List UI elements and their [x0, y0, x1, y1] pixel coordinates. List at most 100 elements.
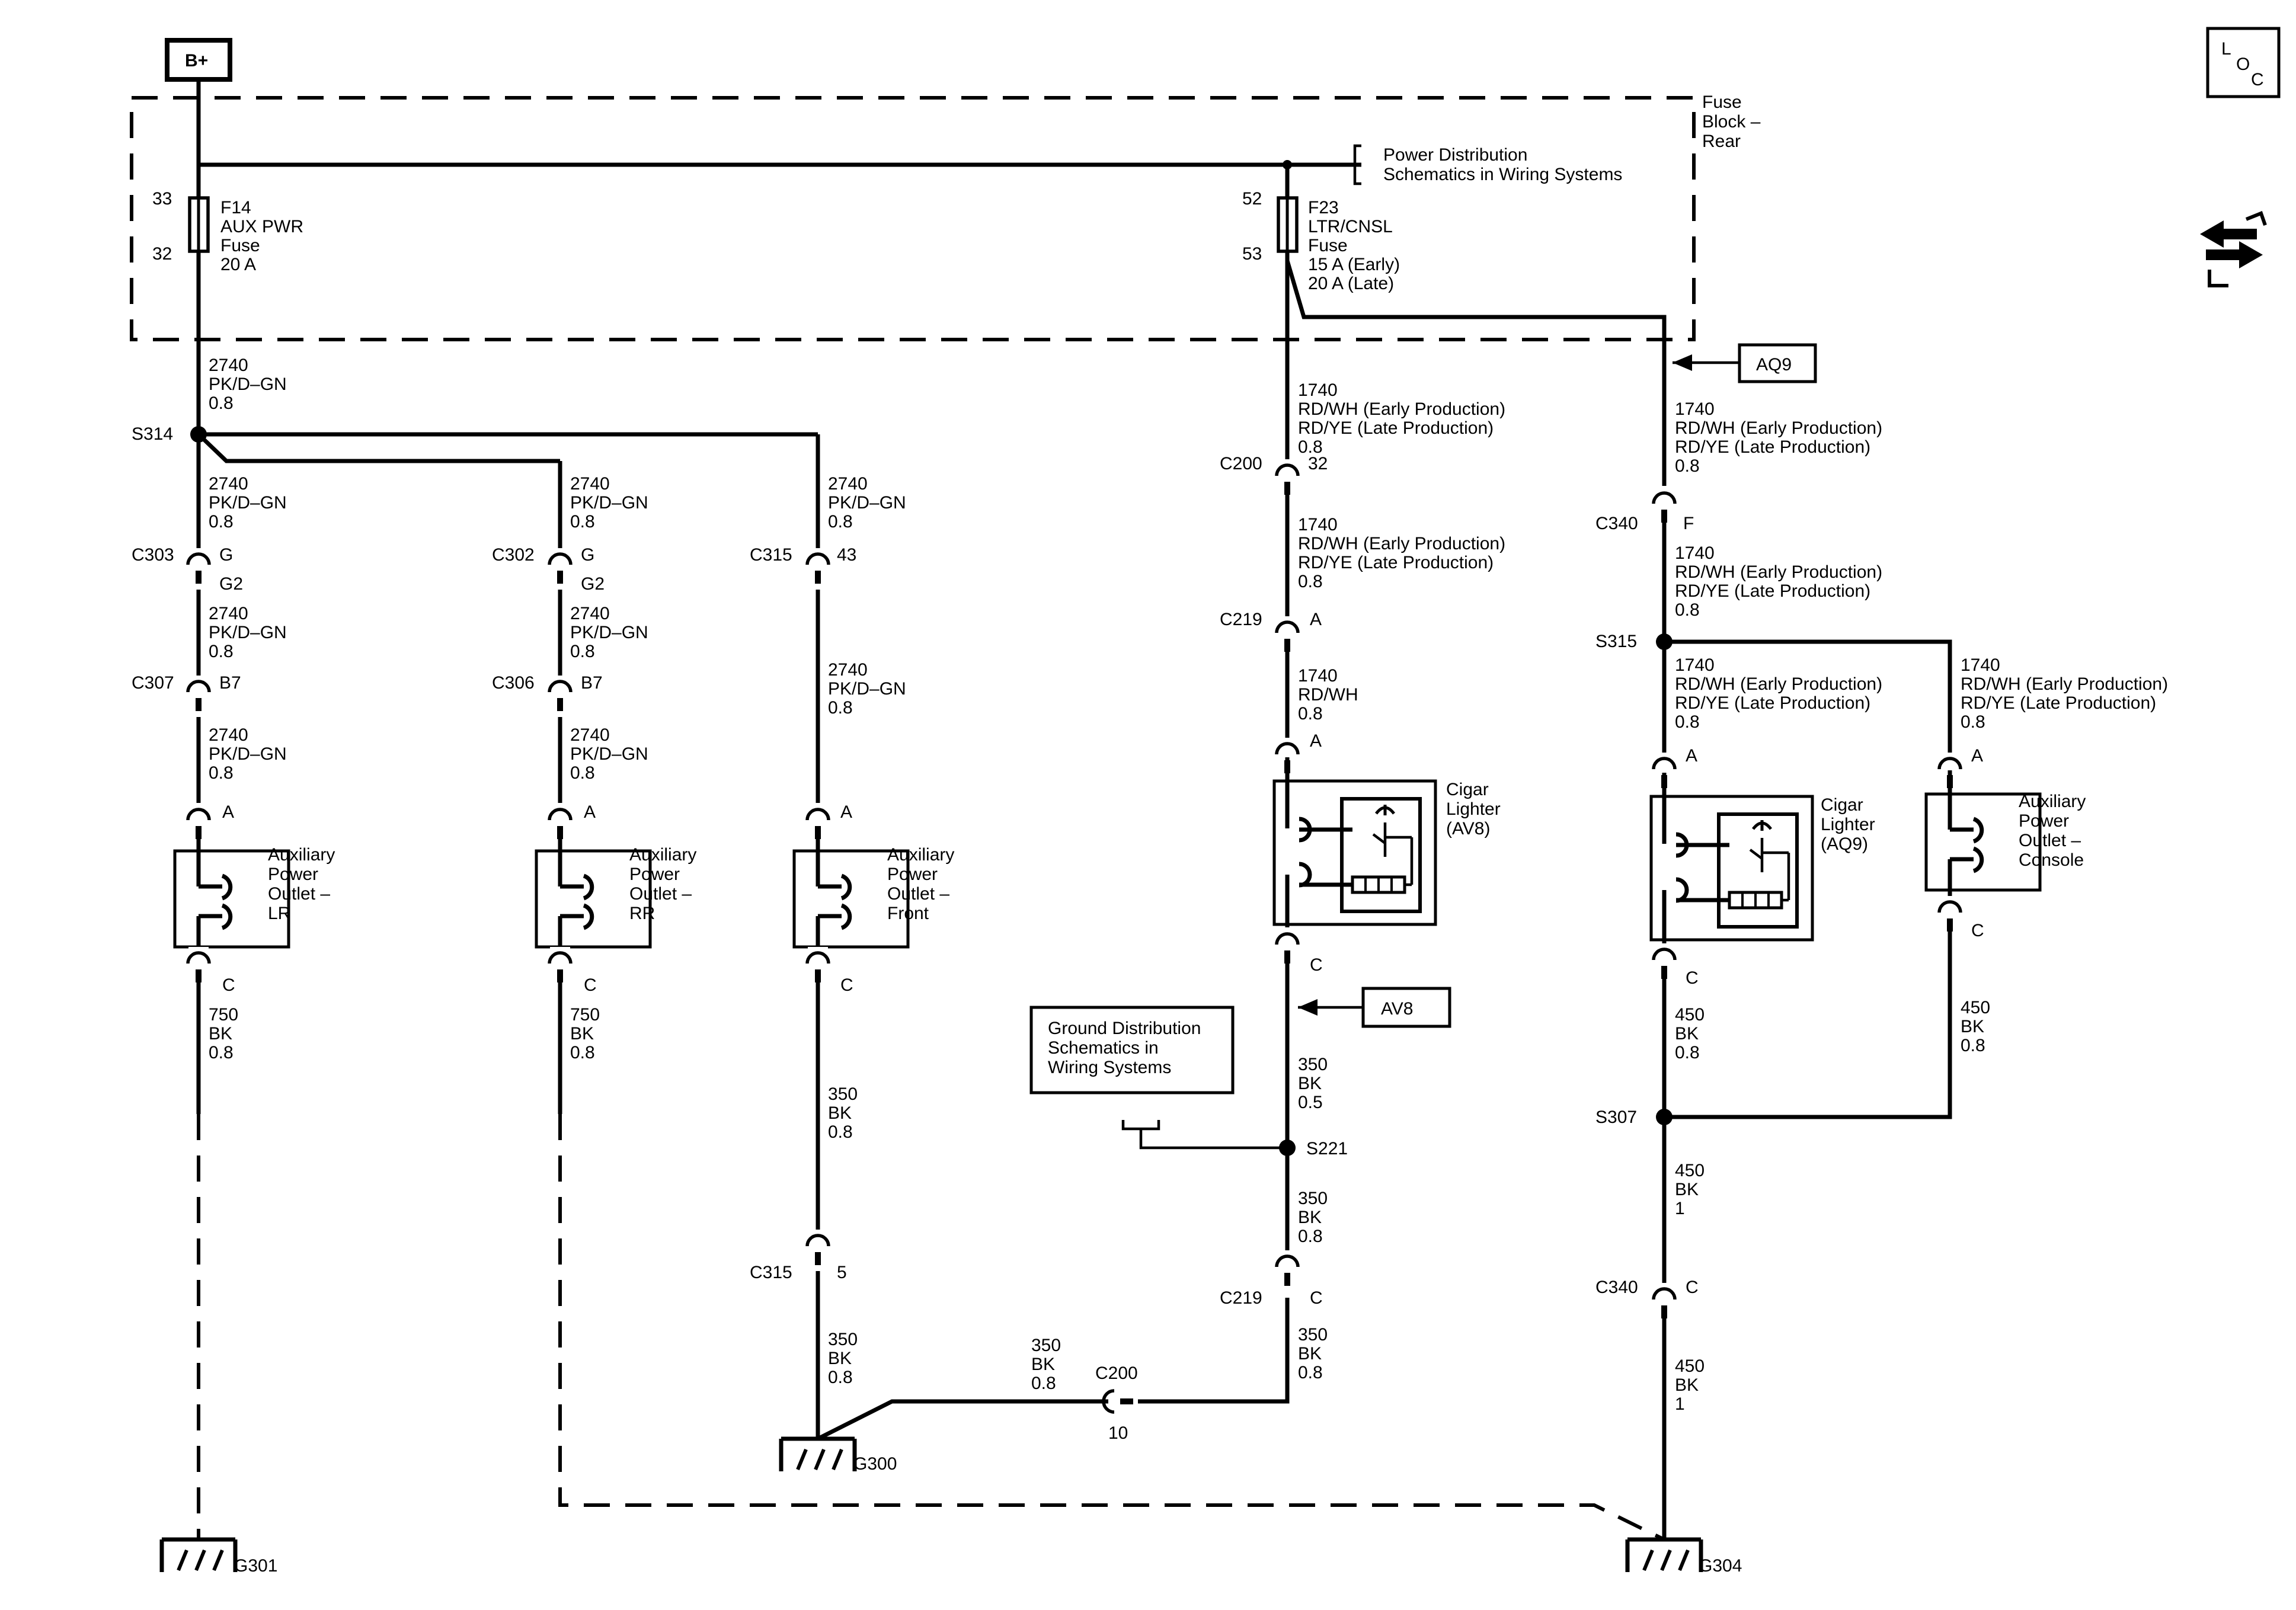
- svg-text:RD/YE (Late Production): RD/YE (Late Production): [1675, 437, 1870, 457]
- svg-text:2740: 2740: [570, 604, 610, 623]
- splice-s221-label: S221: [1306, 1139, 1348, 1158]
- svg-text:0.8: 0.8: [1675, 712, 1700, 732]
- svg-text:350: 350: [1298, 1055, 1328, 1074]
- svg-text:2740: 2740: [209, 725, 248, 745]
- svg-text:1740: 1740: [1298, 666, 1338, 686]
- connector-c306-label: C306: [492, 673, 535, 693]
- svg-text:PK/D–GN: PK/D–GN: [570, 623, 648, 642]
- svg-text:F: F: [1683, 514, 1694, 533]
- svg-text:BK: BK: [1675, 1375, 1699, 1395]
- svg-text:A: A: [1686, 746, 1697, 766]
- svg-text:RD/YE (Late Production): RD/YE (Late Production): [1675, 581, 1870, 601]
- aux-power-outlet-rr: Auxiliary Power Outlet – RR: [536, 827, 696, 969]
- svg-text:LR: LR: [268, 904, 290, 923]
- svg-text:Block –: Block –: [1702, 112, 1761, 132]
- svg-text:53: 53: [1242, 244, 1262, 264]
- svg-text:0.8: 0.8: [1298, 437, 1323, 457]
- loc-icon-l: L: [2221, 39, 2231, 59]
- svg-text:Auxiliary: Auxiliary: [268, 845, 335, 865]
- svg-text:RD/YE (Late Production): RD/YE (Late Production): [1298, 418, 1494, 438]
- svg-text:0.8: 0.8: [1961, 1036, 1985, 1055]
- svg-text:0.8: 0.8: [1675, 600, 1700, 620]
- svg-text:C: C: [222, 975, 235, 995]
- svg-text:PK/D–GN: PK/D–GN: [828, 493, 906, 513]
- fuse-block-label: Fuse Block – Rear: [1702, 92, 1761, 151]
- svg-text:5: 5: [837, 1263, 847, 1282]
- svg-text:1740: 1740: [1675, 399, 1715, 419]
- svg-text:Auxiliary: Auxiliary: [887, 845, 954, 865]
- wire-1740-console: [1664, 639, 1952, 764]
- svg-text:C: C: [1686, 968, 1699, 988]
- svg-text:Power Distribution: Power Distribution: [1383, 145, 1527, 165]
- option-flag-aq9: AQ9: [1673, 343, 1817, 383]
- svg-text:RD/WH (Early Production): RD/WH (Early Production): [1961, 674, 2168, 694]
- ground-g304: [1627, 1539, 1701, 1572]
- svg-text:RD/YE (Late Production): RD/YE (Late Production): [1961, 693, 2156, 713]
- svg-text:350: 350: [1298, 1325, 1328, 1345]
- connector-c307-label: C307: [132, 673, 174, 693]
- svg-text:20 A: 20 A: [220, 255, 256, 274]
- svg-text:BK: BK: [828, 1103, 852, 1123]
- svg-text:2740: 2740: [209, 604, 248, 623]
- svg-text:750: 750: [570, 1005, 600, 1025]
- svg-text:1740: 1740: [1675, 543, 1715, 563]
- svg-text:Auxiliary: Auxiliary: [2019, 792, 2086, 811]
- wire-2740-rr: [197, 433, 560, 463]
- svg-text:PK/D–GN: PK/D–GN: [209, 375, 287, 394]
- svg-text:1: 1: [1675, 1199, 1685, 1218]
- svg-text:1740: 1740: [1298, 380, 1338, 400]
- svg-text:0.8: 0.8: [1031, 1374, 1056, 1393]
- svg-text:BK: BK: [1298, 1344, 1322, 1363]
- svg-text:0.8: 0.8: [570, 1043, 595, 1062]
- svg-text:AUX PWR: AUX PWR: [220, 217, 303, 236]
- location-icon: L O C: [2206, 27, 2281, 98]
- connector-c340-top-label: C340: [1595, 514, 1638, 533]
- cigar-lighter-aq9: Cigar Lighter (AQ9): [1651, 773, 1875, 962]
- svg-text:0.8: 0.8: [1298, 1227, 1323, 1246]
- splice-s315-label: S315: [1595, 632, 1637, 651]
- svg-text:2740: 2740: [570, 725, 610, 745]
- option-flag-av8: AV8: [1298, 987, 1451, 1028]
- svg-text:B7: B7: [581, 673, 603, 693]
- svg-text:0.8: 0.8: [1675, 1043, 1700, 1062]
- svg-text:Fuse: Fuse: [220, 236, 260, 255]
- svg-text:BK: BK: [209, 1024, 232, 1044]
- svg-text:F14: F14: [220, 198, 251, 217]
- svg-text:PK/D–GN: PK/D–GN: [828, 679, 906, 699]
- svg-text:350: 350: [1298, 1189, 1328, 1208]
- svg-text:0.8: 0.8: [1675, 456, 1700, 476]
- svg-text:32: 32: [152, 244, 172, 264]
- column-rr: 2740 PK/D–GN 0.8 C302 G G2 2740 PK/D–GN …: [492, 461, 648, 839]
- svg-text:0.8: 0.8: [209, 763, 234, 783]
- column-lr-bottom: C 750 BK 0.8: [188, 947, 238, 1539]
- column-front: 2740 PK/D–GN 0.8 C315 43 2740 PK/D–GN 0.…: [750, 434, 906, 839]
- svg-text:Outlet –: Outlet –: [629, 884, 692, 904]
- fuse-f14: 33 32 F14 AUX PWR Fuse 20 A: [152, 189, 303, 274]
- svg-text:RD/YE (Late Production): RD/YE (Late Production): [1675, 693, 1870, 713]
- svg-text:BK: BK: [570, 1024, 594, 1044]
- svg-text:LTR/CNSL: LTR/CNSL: [1308, 217, 1393, 236]
- svg-text:0.8: 0.8: [1298, 704, 1323, 724]
- svg-text:G2: G2: [581, 574, 605, 594]
- svg-text:A: A: [1971, 746, 1983, 766]
- svg-text:Cigar: Cigar: [1821, 795, 1863, 815]
- svg-text:Power: Power: [629, 865, 680, 884]
- svg-text:AV8: AV8: [1381, 999, 1413, 1019]
- svg-text:Power: Power: [887, 865, 938, 884]
- svg-text:350: 350: [1031, 1336, 1061, 1355]
- svg-text:750: 750: [209, 1005, 238, 1025]
- svg-text:C200: C200: [1095, 1363, 1138, 1383]
- svg-text:RD/WH (Early Production): RD/WH (Early Production): [1675, 418, 1882, 438]
- svg-text:Wiring Systems: Wiring Systems: [1048, 1058, 1171, 1077]
- svg-text:20 A (Late): 20 A (Late): [1308, 274, 1394, 293]
- connector-c340-bottom-label: C340: [1595, 1278, 1638, 1297]
- svg-text:BK: BK: [828, 1349, 852, 1368]
- column-av8: 1740 RD/WH (Early Production) RD/YE (Lat…: [1220, 380, 1505, 773]
- svg-text:33: 33: [152, 189, 172, 209]
- svg-text:Auxiliary: Auxiliary: [629, 845, 696, 865]
- svg-text:32: 32: [1308, 454, 1328, 473]
- connector-c219-top-label: C219: [1220, 610, 1262, 629]
- svg-text:A: A: [1310, 731, 1322, 751]
- svg-text:Cigar: Cigar: [1446, 780, 1489, 799]
- wire-1740-aq9: [1285, 260, 1667, 487]
